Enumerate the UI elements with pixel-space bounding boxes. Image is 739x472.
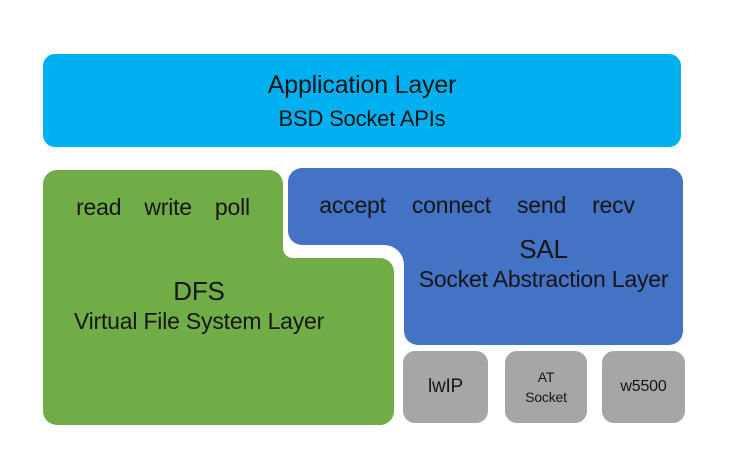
stack-box-w5500: w5500 [602,351,685,423]
stack-w5500-label: w5500 [620,378,667,395]
stack-lwip-label: lwIP [427,376,464,397]
dfs-api-poll: poll [214,193,250,220]
sal-api-accept: accept [319,191,386,218]
sal-api-row: accept connect send recv [292,189,662,221]
dfs-layer-name: Virtual File System Layer [73,308,325,334]
sal-api-connect: connect [411,191,491,218]
stack-at-label-line1: AT [537,369,555,385]
dfs-api-write: write [144,193,192,220]
stack-at-label-line2: Socket [525,389,567,405]
dfs-api-row: read write poll [43,191,283,223]
sal-api-recv: recv [592,191,635,218]
application-layer-subtitle: BSD Socket APIs [278,105,446,131]
stack-box-at-socket: AT Socket [505,351,587,423]
dfs-layer-shape [43,170,394,425]
application-layer-title: Application Layer [267,70,457,99]
dfs-layer-label: DFS Virtual File System Layer [43,276,355,335]
stack-box-lwip: lwIP [403,351,488,423]
sal-layer-name: Socket Abstraction Layer [418,266,669,292]
dfs-api-read: read [76,193,122,220]
sal-layer-label: SAL Socket Abstraction Layer [404,234,683,293]
application-layer-box: Application Layer BSD Socket APIs [43,54,681,147]
sal-layer-shape [288,168,683,345]
sal-api-send: send [517,191,567,218]
sal-layer-abbr: SAL [519,234,568,264]
dfs-layer-abbr: DFS [173,276,225,306]
